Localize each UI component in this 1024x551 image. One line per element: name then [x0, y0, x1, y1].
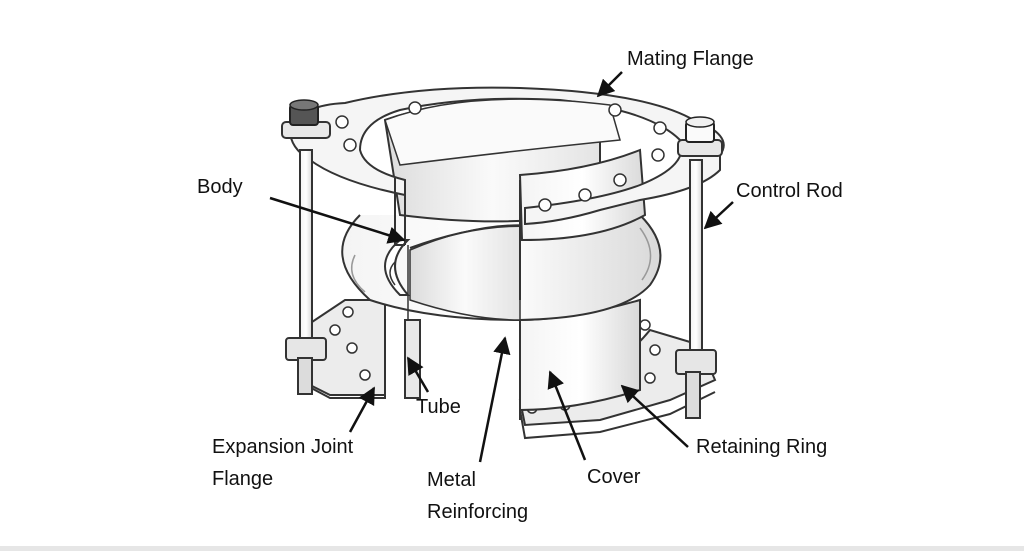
label-tube: Tube	[416, 396, 461, 418]
label-expansion-joint-flange-1: Expansion Joint	[212, 436, 354, 458]
leader-lines	[269, 71, 734, 463]
bottom-divider	[0, 546, 1024, 551]
arrow-metal-reinforcing	[478, 336, 511, 463]
arrow-mating-flange	[596, 71, 623, 98]
label-body: Body	[197, 176, 243, 198]
arrow-retaining-ring	[620, 384, 689, 448]
control-rod-left	[281, 99, 331, 395]
label-retaining-ring: Retaining Ring	[696, 436, 828, 458]
label-mating-flange: Mating Flange	[627, 48, 754, 70]
control-rod-right	[675, 116, 723, 419]
arrow-cover	[547, 370, 587, 461]
label-metal-reinforcing-1: Metal	[427, 469, 476, 491]
arrow-control-rod	[703, 201, 734, 230]
arrow-expansion-flange	[348, 386, 376, 433]
top-flange	[288, 86, 725, 246]
label-cover: Cover	[587, 466, 641, 488]
arrow-tube	[406, 356, 430, 393]
arch-bellows	[341, 214, 662, 322]
arrow-body	[269, 196, 406, 244]
label-control-rod: Control Rod	[736, 180, 843, 202]
label-metal-reinforcing-2: Reinforcing	[427, 501, 529, 523]
label-expansion-joint-flange-2: Flange	[212, 468, 274, 490]
